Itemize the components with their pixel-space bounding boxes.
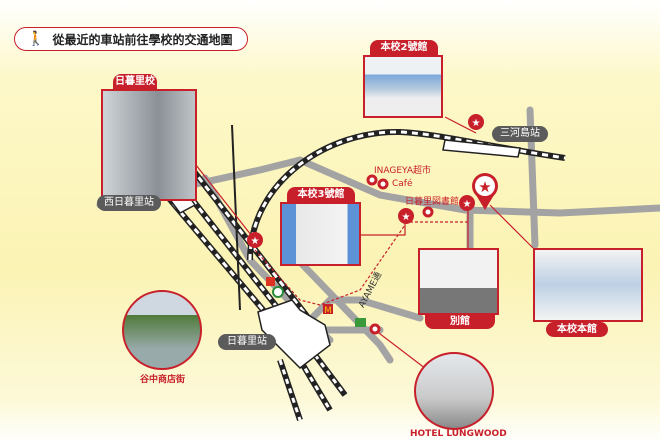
label-main-building: 本校本館 <box>546 322 608 337</box>
mcdonalds-icon <box>323 304 333 314</box>
label-nishi-nippori-station: 西日暮里站 <box>97 195 161 211</box>
photo-main-building-2 <box>363 55 443 118</box>
label-hotel-lungwood: HOTEL LUNGWOOD <box>410 429 507 439</box>
photo-yanaka <box>122 290 202 370</box>
main-star-pin-icon: ★ <box>472 173 498 210</box>
mos-burger-icon <box>355 318 366 327</box>
railways <box>142 124 566 421</box>
label-annex: 別館 <box>425 314 495 329</box>
walking-person-icon: 🚶 <box>27 31 45 47</box>
label-inageya: INAGEYA超市 <box>374 166 432 176</box>
label-nippori-school: 日暮里校 <box>113 74 157 89</box>
svg-text:★: ★ <box>402 212 411 223</box>
post-office-icon <box>266 277 275 286</box>
photo-hotel-lungwood <box>414 352 494 430</box>
label-library: 日暮里図書館 <box>405 197 460 207</box>
star-pin-icon: ★ <box>247 232 263 248</box>
poi-pin-icon <box>366 174 434 335</box>
location-pins: ★ ★ ★ ★ ★ M <box>247 114 498 335</box>
label-mikawashima-station: 三河島站 <box>492 126 548 142</box>
photo-annex <box>418 248 499 315</box>
map-title: 🚶從最近的車站前往學校的交通地圖 <box>14 27 248 51</box>
svg-text:★: ★ <box>251 236 260 247</box>
photo-nippori-school <box>101 89 197 201</box>
svg-text:★: ★ <box>472 118 481 129</box>
photo-main-building-3 <box>280 202 361 266</box>
star-pin-icon: ★ <box>468 114 484 130</box>
label-nippori-station: 日暮里站 <box>218 334 276 350</box>
svg-text:★: ★ <box>478 178 491 196</box>
label-main-building-2: 本校2號館 <box>370 40 438 55</box>
svg-text:M: M <box>324 306 332 316</box>
label-cafe: Café <box>392 179 413 189</box>
photo-main-building <box>533 248 643 322</box>
convenience-store-icon <box>272 286 284 298</box>
star-pin-icon: ★ <box>459 195 475 211</box>
svg-text:★: ★ <box>463 199 472 210</box>
label-yanaka: 谷中商店街 <box>140 375 186 385</box>
label-main-building-3: 本校3號館 <box>287 187 355 202</box>
star-pin-icon: ★ <box>398 208 414 224</box>
